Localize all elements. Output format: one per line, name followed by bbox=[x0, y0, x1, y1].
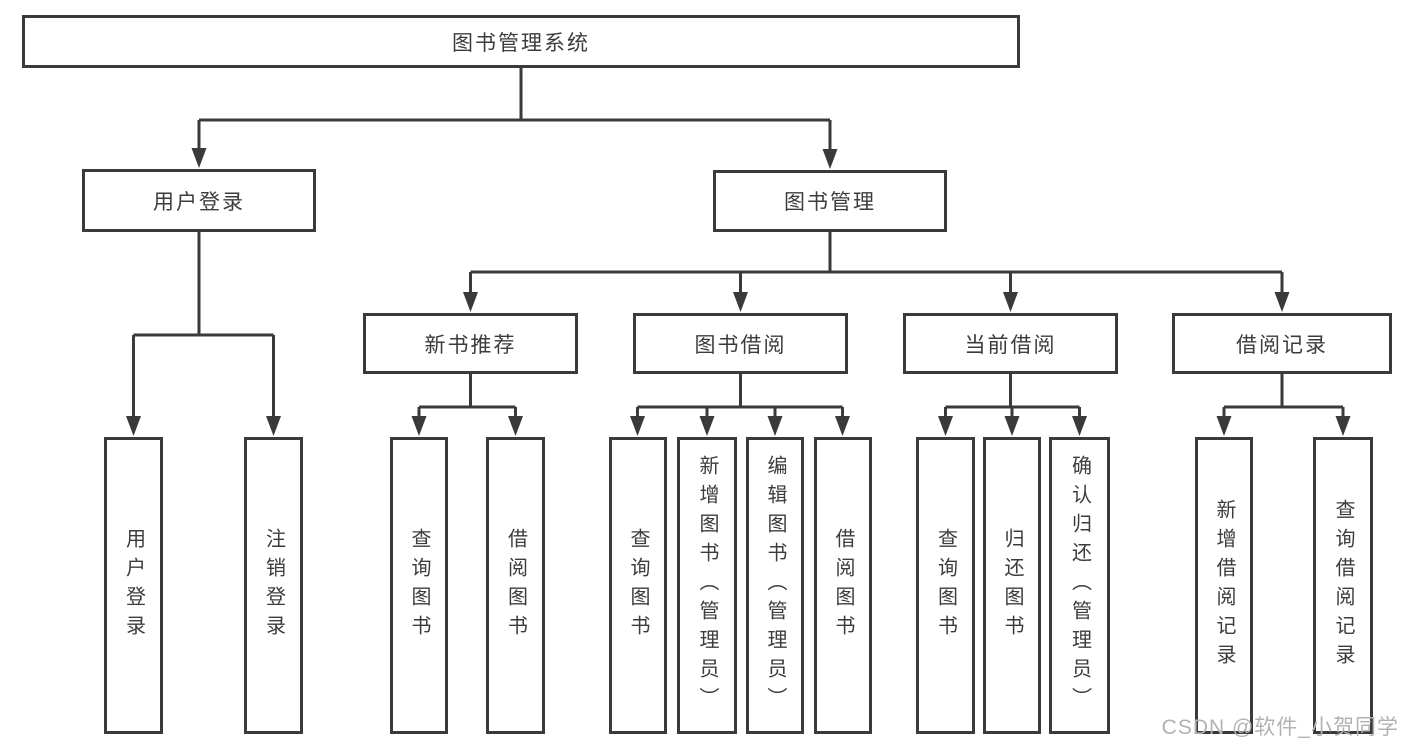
arrowhead bbox=[1335, 416, 1351, 436]
arrowhead bbox=[822, 149, 838, 169]
node-root-label: 图书管理系统 bbox=[452, 31, 590, 55]
leaf-borrow-books-2-label: 借阅图书 bbox=[832, 527, 854, 644]
leaf-query-borrow-record-label: 查询借阅记录 bbox=[1332, 498, 1354, 673]
node-root: 图书管理系统 bbox=[22, 15, 1020, 68]
edge-book-management-children bbox=[469, 232, 1284, 294]
arrowhead bbox=[266, 416, 281, 436]
leaf-borrow-books-2: 借阅图书 bbox=[814, 437, 872, 734]
leaf-edit-books-admin-label: 编辑图书（管理员） bbox=[764, 455, 786, 716]
arrowhead bbox=[126, 416, 141, 436]
node-borrow-records-label: 借阅记录 bbox=[1236, 333, 1328, 357]
node-book-borrow-label: 图书借阅 bbox=[694, 333, 787, 357]
edge-current-borrow-children bbox=[944, 374, 1081, 418]
arrowhead bbox=[411, 416, 427, 436]
leaf-add-books-admin-label: 新增图书（管理员） bbox=[696, 455, 718, 716]
arrowhead bbox=[767, 416, 783, 436]
csdn-watermark: CSDN @软件_小贺同学 bbox=[1161, 716, 1399, 739]
arrowhead bbox=[630, 416, 645, 436]
arrowhead bbox=[699, 416, 715, 436]
node-user-login-label: 用户登录 bbox=[153, 190, 245, 214]
leaf-user-login-label: 用户登录 bbox=[122, 527, 145, 644]
leaf-confirm-return-admin-label: 确认归还（管理员） bbox=[1068, 455, 1091, 716]
leaf-add-borrow-record: 新增借阅记录 bbox=[1195, 437, 1253, 734]
arrowhead bbox=[938, 416, 953, 436]
edge-borrow-records-children bbox=[1222, 374, 1345, 418]
arrowhead bbox=[463, 292, 478, 312]
leaf-add-books-admin: 新增图书（管理员） bbox=[677, 437, 737, 734]
leaf-query-books-1: 查询图书 bbox=[390, 437, 448, 734]
leaf-return-books: 归还图书 bbox=[983, 437, 1041, 734]
arrowheads bbox=[126, 148, 1351, 436]
node-new-book-recommend-label: 新书推荐 bbox=[424, 333, 517, 357]
edge-root-to-level2 bbox=[197, 68, 832, 151]
node-book-management: 图书管理 bbox=[713, 170, 947, 232]
leaf-query-borrow-record: 查询借阅记录 bbox=[1313, 437, 1373, 734]
node-borrow-records: 借阅记录 bbox=[1172, 313, 1392, 374]
leaf-user-login: 用户登录 bbox=[104, 437, 163, 734]
arrowhead bbox=[835, 416, 850, 436]
leaf-edit-books-admin: 编辑图书（管理员） bbox=[746, 437, 804, 734]
node-current-borrow-label: 当前借阅 bbox=[964, 333, 1057, 357]
leaf-add-borrow-record-label: 新增借阅记录 bbox=[1213, 498, 1235, 673]
leaf-borrow-books-1-label: 借阅图书 bbox=[504, 527, 527, 644]
arrowhead bbox=[1072, 416, 1087, 436]
leaf-query-books-2-label: 查询图书 bbox=[627, 527, 649, 644]
arrowhead bbox=[1274, 292, 1290, 312]
node-new-book-recommend: 新书推荐 bbox=[363, 313, 578, 374]
arrowhead bbox=[508, 416, 523, 436]
leaf-query-books-1-label: 查询图书 bbox=[408, 527, 430, 644]
edge-new-book-children bbox=[417, 374, 517, 418]
node-user-login: 用户登录 bbox=[82, 169, 316, 232]
arrowhead bbox=[733, 292, 748, 312]
node-book-management-label: 图书管理 bbox=[784, 191, 876, 214]
node-current-borrow: 当前借阅 bbox=[903, 313, 1118, 374]
edge-user-login-children bbox=[132, 232, 275, 418]
leaf-query-books-2: 查询图书 bbox=[609, 437, 667, 734]
node-book-borrow: 图书借阅 bbox=[633, 313, 848, 374]
leaf-query-books-3: 查询图书 bbox=[916, 437, 975, 734]
leaf-borrow-books-1: 借阅图书 bbox=[486, 437, 545, 734]
arrowhead bbox=[1216, 416, 1232, 436]
leaf-confirm-return-admin: 确认归还（管理员） bbox=[1049, 437, 1110, 734]
arrowhead bbox=[1003, 292, 1018, 312]
arrowhead bbox=[191, 148, 207, 168]
leaf-return-books-label: 归还图书 bbox=[1001, 527, 1023, 644]
leaf-logout: 注销登录 bbox=[244, 437, 303, 734]
leaf-query-books-3-label: 查询图书 bbox=[934, 527, 957, 644]
arrowhead bbox=[1004, 416, 1020, 436]
edge-book-borrow-children bbox=[636, 374, 844, 418]
leaf-logout-label: 注销登录 bbox=[262, 527, 285, 644]
